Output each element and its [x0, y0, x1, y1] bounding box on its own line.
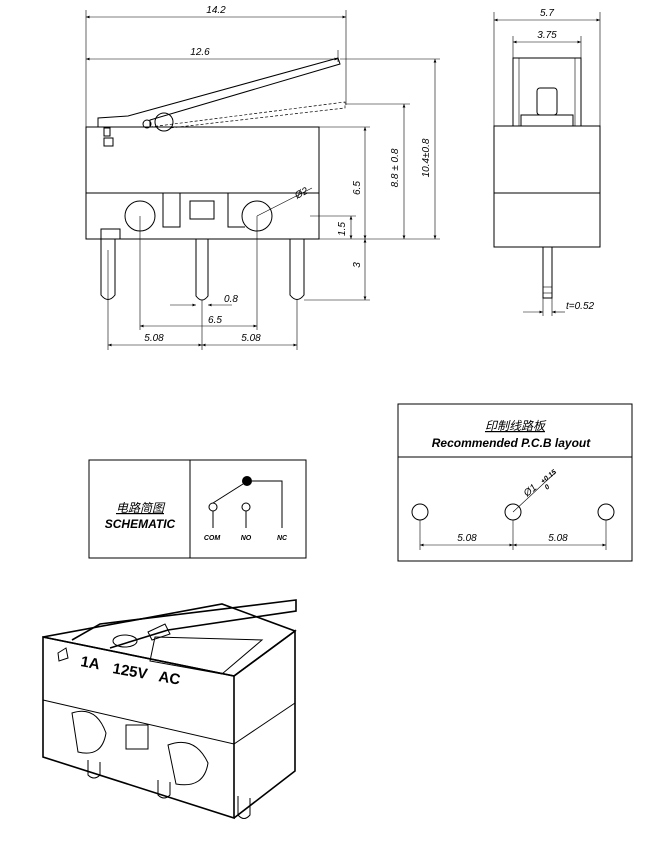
- pin-nc-label: NC: [277, 535, 288, 542]
- pcb-hole-tol-upper: +0.15: [540, 469, 558, 486]
- polarity-mark: [103, 137, 114, 147]
- pin-no-label: NO: [241, 535, 252, 542]
- side-body: [493, 125, 601, 248]
- dim-pitch-left: 5.08: [144, 333, 164, 344]
- corner-nub: [103, 127, 111, 137]
- iso-mount-hole-left: [71, 710, 107, 754]
- dim-hole-diameter: Ø2: [292, 185, 310, 202]
- side-actuator-housing: [512, 57, 582, 127]
- lever-roller: [154, 112, 174, 132]
- iso-side-face: [233, 629, 296, 819]
- terminal-nc: [289, 239, 305, 300]
- isometric-view: 1A 125V AC: [42, 599, 297, 820]
- dim-body-height: 6.5: [352, 181, 363, 195]
- schematic-frame: [88, 459, 307, 559]
- pin-nc-contact: [242, 476, 252, 486]
- pcb-hole-tol-lower: 0: [544, 484, 552, 492]
- pin-com-label: COM: [204, 535, 221, 542]
- iso-roller-bracket: [147, 623, 171, 641]
- front-view: 14.2 12.6 6.5 1.5 3 8.8 ± 0.8 10.4±0.8 Ø…: [85, 5, 440, 350]
- pcb-hole-leader: [512, 471, 557, 513]
- pcb-layout-box: 印制线路板 Recommended P.C.B layout Ø1 +0.15 …: [397, 403, 633, 562]
- side-plunger: [536, 87, 558, 116]
- dim-plunger-width: 3.75: [537, 30, 557, 41]
- pcb-pitch-left: 5.08: [457, 533, 477, 544]
- body-lower-left: [85, 193, 121, 240]
- pcb-frame: [397, 403, 633, 562]
- pcb-title-en: Recommended P.C.B layout: [432, 436, 591, 450]
- dim-thickness: t=0.52: [566, 301, 595, 312]
- dim-terminal-width: 0.8: [224, 294, 238, 305]
- dim-side-width: 5.7: [540, 8, 554, 19]
- iso-split-line: [42, 699, 296, 745]
- pcb-hole-nc: [597, 503, 615, 521]
- rating-voltage: 125V: [111, 660, 148, 683]
- nc-lead: [252, 480, 283, 528]
- lever-arm: [97, 57, 341, 127]
- schematic-title-cn: 电路简图: [116, 501, 166, 515]
- dim-free-height: 8.8 ± 0.8: [390, 148, 401, 187]
- iso-mount-hole-right: [167, 741, 209, 786]
- rating-type: AC: [157, 668, 181, 689]
- pin-com-contact: [208, 502, 218, 512]
- pcb-pitch-right: 5.08: [548, 533, 568, 544]
- center-window: [189, 200, 215, 220]
- pcb-title-cn: 印制线路板: [485, 419, 547, 433]
- iso-polarity-mark: [57, 647, 69, 662]
- dim-lever-length: 12.6: [190, 47, 210, 58]
- schematic-title-en: SCHEMATIC: [105, 517, 176, 531]
- pcb-hole-diameter: Ø1: [521, 482, 539, 500]
- lever-pressed-outline: [149, 101, 346, 129]
- center-slot-right: [227, 193, 245, 228]
- dim-pitch-right: 5.08: [241, 333, 261, 344]
- pin-no-contact: [241, 502, 251, 512]
- hole-diameter-leader: [256, 187, 313, 217]
- dim-overall-height: 10.4±0.8: [421, 138, 432, 177]
- iso-terminal-nc: [237, 796, 251, 819]
- pcb-hole-com: [411, 503, 429, 521]
- iso-roller: [112, 634, 138, 648]
- dim-mount-hole-height: 1.5: [337, 222, 348, 236]
- iso-terminal-com: [87, 760, 101, 779]
- iso-terminal-no: [157, 780, 171, 799]
- center-slot-left: [162, 193, 181, 228]
- side-base-plate: [520, 114, 574, 127]
- side-view: 5.7 3.75 t=0.52: [493, 8, 601, 316]
- terminal-no: [195, 239, 209, 301]
- dim-center-span: 6.5: [208, 315, 222, 326]
- iso-center-window: [125, 724, 149, 750]
- iso-lever: [71, 599, 297, 649]
- rating-current: 1A: [79, 653, 101, 673]
- switch-body-outline: [85, 126, 320, 240]
- lever-pivot: [142, 119, 152, 129]
- iso-top-window: [149, 636, 264, 675]
- switch-blade: [212, 483, 244, 504]
- side-terminal: [542, 246, 553, 299]
- dim-overall-length: 14.2: [206, 5, 226, 16]
- schematic-box: 电路简图 SCHEMATIC COM NO NC: [88, 459, 307, 559]
- dim-terminal-length: 3: [352, 262, 363, 268]
